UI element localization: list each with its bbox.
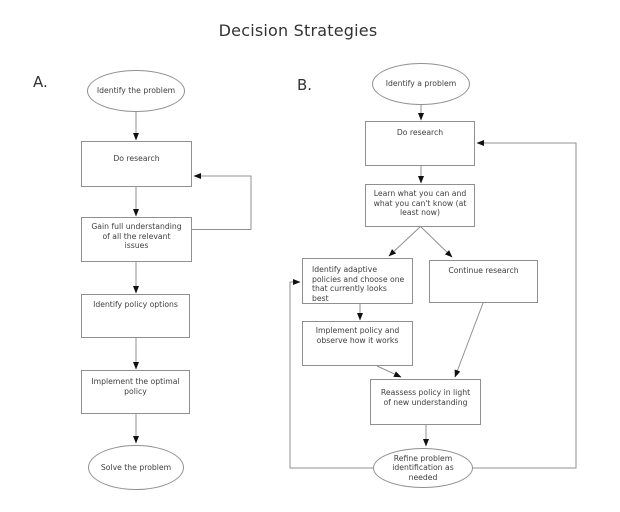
node-b-learn-what-you-can: Learn what you can and what you can't kn… (365, 184, 475, 227)
section-label-b: B. (297, 76, 313, 94)
node-a-solve-problem: Solve the problem (88, 445, 184, 490)
arrow-b-learn-to-continue (420, 226, 453, 258)
node-b-refine-problem: Refine problem identification as needed (373, 448, 473, 488)
diagram-title: Decision Strategies (218, 21, 378, 40)
arrow-b-refine-to-adaptive-loop (289, 279, 373, 469)
arrow-b-learn-to-adaptive (388, 226, 421, 257)
section-label-a: A. (33, 73, 48, 91)
node-a-gain-understanding: Gain full understanding of all the relev… (81, 217, 192, 262)
arrow-b-implement-to-reassess (376, 365, 402, 378)
node-a-implement-optimal-policy: Implement the optimal policy (81, 370, 190, 414)
node-b-do-research: Do research (365, 121, 475, 166)
arrow-a-feedback-loop (192, 173, 252, 230)
node-b-reassess-policy: Reassess policy in light of new understa… (370, 379, 481, 425)
node-a-identify-problem: Identify the problem (87, 70, 185, 112)
node-b-identify-problem: Identify a problem (372, 63, 470, 105)
node-a-identify-policy-options: Identify policy options (81, 294, 190, 338)
node-b-identify-adaptive-policies: Identify adaptive policies and choose on… (302, 258, 413, 304)
node-b-implement-policy-observe: Implement policy and observe how it work… (302, 321, 413, 366)
arrow-b-refine-to-research-loop (473, 140, 577, 469)
node-a-do-research: Do research (81, 141, 192, 187)
node-b-continue-research: Continue research (429, 260, 538, 303)
arrow-b-continue-to-reassess (454, 302, 484, 378)
